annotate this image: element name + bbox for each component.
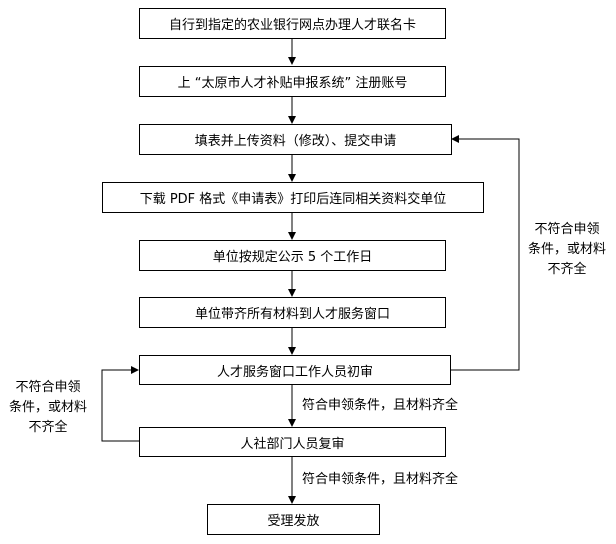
step-3-fill-upload: 填表并上传资料（修改）、提交申请 — [139, 124, 452, 155]
fail-label-left-line-3: 不齐全 — [28, 420, 68, 435]
step-1-bank-card: 自行到指定的农业银行网点办理人才联名卡 — [139, 8, 446, 39]
step-5-publicize: 单位按规定公示 5 个工作日 — [139, 240, 446, 271]
pass-label-1: 符合申领条件，且材料齐全 — [302, 398, 459, 413]
fail-label-left-line-2: 条件，或材料 — [8, 400, 87, 415]
fail-label-right-line-3: 不齐全 — [547, 262, 587, 277]
fail-label-left-line-1: 不符合申领 — [15, 380, 81, 395]
fail-label-left: 不符合申领 条件，或材料 不齐全 — [0, 378, 96, 438]
feedback-right — [451, 135, 520, 371]
step-7-initial-review: 人才服务窗口工作人员初审 — [139, 355, 451, 385]
step-6-submit-window: 单位带齐所有材料到人才服务窗口 — [139, 297, 446, 328]
step-8-second-review: 人社部门人员复审 — [139, 427, 446, 457]
step-4-download-print: 下载 PDF 格式《申请表》打印后连同相关资料交单位 — [102, 182, 484, 213]
step-2-register: 上 “太原市人才补贴申报系统” 注册账号 — [139, 66, 446, 97]
fail-label-right-line-1: 不符合申领 — [534, 222, 600, 237]
feedback-left — [101, 366, 139, 442]
pass-label-2: 符合申领条件，且材料齐全 — [302, 472, 459, 487]
fail-label-right-line-2: 条件，或材料 — [527, 242, 606, 257]
step-9-accept-issue: 受理发放 — [207, 504, 380, 535]
fail-label-right: 不符合申领 条件，或材料 不齐全 — [522, 220, 612, 280]
